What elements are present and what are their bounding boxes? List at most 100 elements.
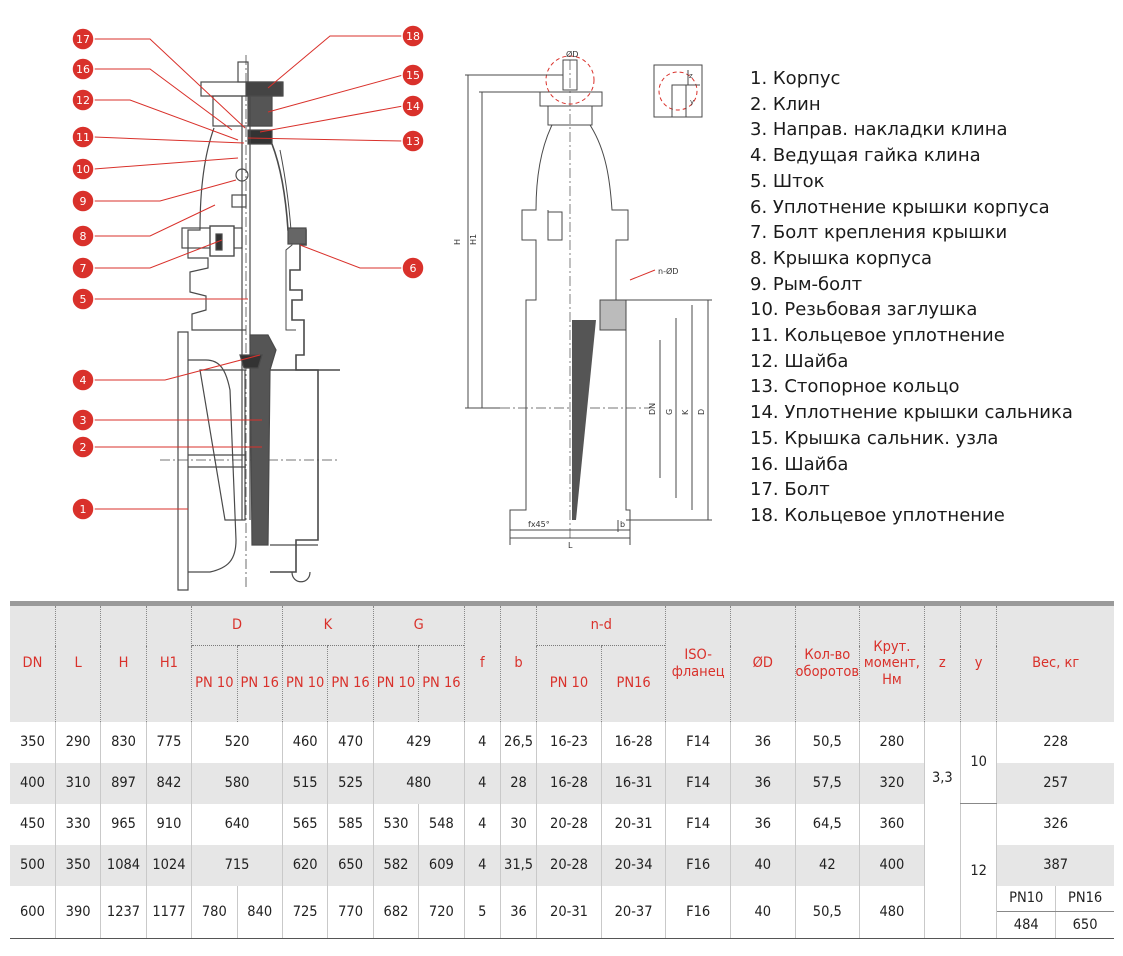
cell-iso: F16 [665, 844, 731, 886]
cell-nd16: 16-28 [600, 721, 666, 763]
cell-turns: 50,5 [794, 721, 860, 763]
detail-y: y [690, 98, 694, 106]
cell-d: 520 [191, 721, 283, 763]
callout-7: 7 [80, 262, 87, 275]
cell-weight: 326 [996, 803, 1114, 845]
cell-h1: 910 [145, 803, 192, 845]
cell-l: 390 [54, 885, 101, 939]
dim-g: G [665, 409, 674, 415]
cell-k16: 525 [327, 762, 374, 804]
dim-b: b [620, 520, 625, 529]
cell-turns: 50,5 [794, 885, 860, 939]
cell-k16: 470 [327, 721, 374, 763]
cell-l: 290 [54, 721, 101, 763]
table-row: 600 390 1237 1177 780 840 725 770 682 72… [10, 885, 1114, 939]
technical-drawing: 17 16 12 11 10 9 8 7 5 4 3 2 1 18 15 14 … [71, 24, 712, 591]
col-f: f [463, 601, 501, 722]
cell-h1: 842 [145, 762, 192, 804]
col-turns: Кол-во оборотов [794, 601, 860, 722]
legend-item: 14. Уплотнение крышки сальника [750, 402, 1073, 424]
cell-b: 28 [499, 762, 537, 804]
callout-13: 13 [406, 135, 420, 148]
callout-17: 17 [76, 33, 90, 46]
weight-pn16-label: PN16 [1055, 885, 1114, 911]
callouts: 17 16 12 11 10 9 8 7 5 4 3 2 1 18 15 14 … [71, 24, 425, 521]
cell-b: 31,5 [499, 844, 537, 886]
cell-nd10: 16-23 [536, 721, 602, 763]
cell-h: 897 [100, 762, 147, 804]
col-h: H [100, 601, 147, 722]
col-h1: H1 [145, 601, 192, 722]
cell-f: 4 [463, 762, 501, 804]
dim-fx45: fx45° [528, 520, 550, 529]
dimensions-table: DN L H H1 D K G f b n-d ISO-фланец ØD Ко… [10, 601, 1114, 939]
col-y: y [959, 601, 997, 722]
col-d-pn10: PN 10 [191, 645, 238, 722]
col-g-pn10: PN 10 [372, 645, 419, 722]
weight-pn16-value: 650 [1055, 912, 1114, 938]
cell-od: 36 [729, 721, 796, 763]
col-g: G [372, 601, 465, 646]
callout-9: 9 [80, 195, 87, 208]
cell-y-12: 12 [959, 803, 997, 939]
cell-f: 4 [463, 721, 501, 763]
cell-dn: 600 [10, 885, 56, 939]
cell-b: 26,5 [499, 721, 537, 763]
cell-k16: 770 [327, 885, 374, 939]
cell-h1: 1024 [145, 844, 192, 886]
cell-k10: 515 [281, 762, 328, 804]
cell-od: 40 [729, 844, 796, 886]
callout-16: 16 [76, 63, 90, 76]
cell-k10: 620 [281, 844, 328, 886]
cell-g10: 682 [372, 885, 419, 939]
col-n-d: n-d [536, 601, 666, 646]
cell-iso: F14 [665, 721, 731, 763]
cell-l: 350 [54, 844, 101, 886]
cell-turns: 42 [794, 844, 860, 886]
legend-item: 15. Крышка сальник. узла [750, 427, 999, 449]
cell-od: 36 [729, 762, 796, 804]
legend-item: 3. Направ. накладки клина [750, 119, 1008, 141]
cell-f: 4 [463, 803, 501, 845]
cell-od: 36 [729, 803, 796, 845]
cell-od: 40 [729, 885, 796, 939]
cell-nd10: 16-28 [536, 762, 602, 804]
cell-torque: 480 [859, 885, 925, 939]
cell-k16: 650 [327, 844, 374, 886]
detail-view [653, 64, 703, 118]
cell-d: 640 [191, 803, 283, 845]
cell-h: 1084 [100, 844, 147, 886]
cell-k10: 725 [281, 885, 328, 939]
cell-g16: 609 [418, 844, 465, 886]
cell-nd16: 16-31 [600, 762, 666, 804]
legend-item: 13. Стопорное кольцо [750, 376, 960, 398]
legend-item: 8. Крышка корпуса [750, 247, 933, 269]
cell-y-10: 10 [959, 721, 997, 804]
dim-phi-d: ØD [566, 49, 578, 59]
cell-z: 3,3 [923, 721, 961, 939]
cell-weight: 387 [996, 844, 1114, 886]
cell-nd16: 20-37 [600, 885, 666, 939]
col-dn: DN [10, 601, 56, 722]
cell-k10: 460 [281, 721, 328, 763]
legend-item: 10. Резьбовая заглушка [750, 299, 978, 321]
dim-n-d: n-ØD [658, 266, 678, 276]
legend-item: 17. Болт [750, 479, 830, 501]
col-d-pn16: PN 16 [236, 645, 283, 722]
cell-dn: 500 [10, 844, 56, 886]
cell-k10: 565 [281, 803, 328, 845]
col-nd-pn16: PN16 [600, 645, 666, 722]
cell-l: 330 [54, 803, 101, 845]
cell-b: 36 [499, 885, 537, 939]
col-torque: Крут. момент, Нм [859, 601, 925, 722]
cell-h: 830 [100, 721, 147, 763]
col-k: K [281, 601, 374, 646]
col-b: b [499, 601, 537, 722]
cell-f: 4 [463, 844, 501, 886]
col-k-pn10: PN 10 [281, 645, 328, 722]
col-d: D [191, 601, 283, 646]
col-od: ØD [729, 601, 796, 722]
legend-item: 12. Шайба [750, 350, 849, 372]
legend-item: 1. Корпус [750, 68, 841, 89]
col-l: L [54, 601, 101, 722]
